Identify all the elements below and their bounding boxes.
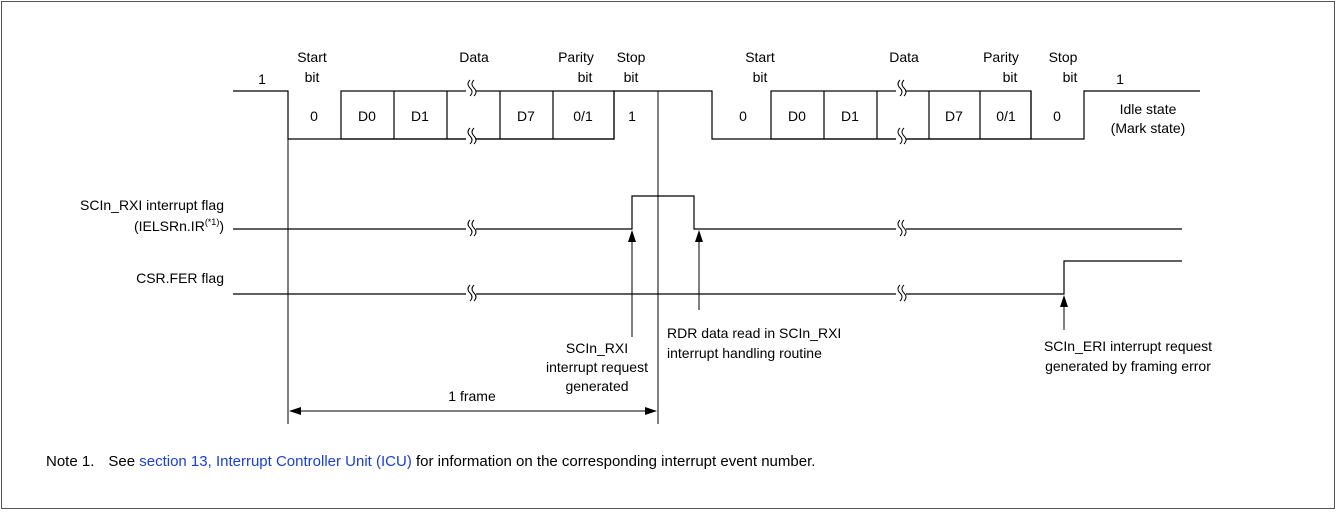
frame1-cell: D7 [517,108,535,124]
rxi-request-label: interrupt request [546,359,648,375]
stop-bit-label-2: bit [1063,69,1078,85]
footnote-suffix: for information on the corresponding int… [411,453,816,470]
footnote: Note 1. See section 13, Interrupt Control… [46,453,815,470]
start-bit-label-2: bit [753,69,768,85]
stop-bit-label-1: Stop [617,49,646,65]
fer-flag-label: CSR.FER flag [136,270,224,286]
eri-request-arrowhead [1060,295,1068,307]
serial-data-waveform [233,90,1200,140]
start-bit-label-1: Start [297,49,327,65]
idle-state-label: Idle state [1120,101,1177,117]
rdr-read-label: interrupt handling routine [667,345,822,361]
rxi-request-arrowhead [628,230,636,242]
frame2-cell: D7 [945,108,963,124]
rdr-read-label: RDR data read in SCIn_RXI [667,325,841,341]
waveform-break-mark [466,79,477,151]
rxi-request-label: generated [565,378,628,394]
frame2-cell: 0 [1053,108,1061,124]
parity-bit-label-2: Parity [983,49,1019,65]
rdr-read-arrowhead [695,230,703,242]
rxi-request-label: SCIn_RXI [566,340,628,356]
stop-bit-label-2: Stop [1049,49,1078,65]
one-frame-label: 1 frame [448,388,496,404]
data-label-1: Data [459,49,489,65]
one-frame-arrowhead-right [645,407,657,415]
start-bit-label-1: bit [305,69,320,85]
frame1-cell: D0 [358,108,376,124]
start-bit-label-2: Start [745,49,775,65]
frame1-data-cells-outline [340,90,615,140]
data-label-2: Data [889,49,919,65]
fer-flag-waveform [233,260,1182,295]
one-frame-arrowhead-left [289,407,301,415]
mark-state-label: (Mark state) [1111,120,1186,136]
stop-bit-label-1: bit [624,69,639,85]
fer-flag-break-mark [466,284,477,304]
idle-level-label-right: 1 [1116,71,1124,87]
footnote-see: See [108,453,140,470]
frame2-cell: D0 [788,108,806,124]
frame2-cell: D1 [841,108,859,124]
frame1-cell: 0/1 [573,108,593,124]
idle-level-label: 1 [258,71,266,87]
eri-request-label: SCIn_ERI interrupt request [1044,338,1212,354]
rxi-flag-break-mark [466,219,477,239]
waveform-break-mark [896,79,907,151]
ielsr-label: (IELSRn.IR(*1)) [134,217,224,234]
frame1-cell: 0 [310,108,318,124]
section-13-link[interactable]: section 13, Interrupt Controller Unit (I… [139,453,412,470]
fer-flag-break-mark [896,284,907,304]
parity-bit-label-1: Parity [558,49,594,65]
parity-bit-label-2: bit [1003,69,1018,85]
parity-bit-label-1: bit [578,69,593,85]
frame1-cell: 1 [628,108,636,124]
eri-request-label: generated by framing error [1045,358,1211,374]
rxi-flag-waveform [233,195,1182,230]
frame2-cell: 0 [739,108,747,124]
frame1-cell: D1 [411,108,429,124]
footnote-prefix: Note 1. [46,453,95,470]
rxi-flag-label: SCIn_RXI interrupt flag [80,197,224,213]
rxi-flag-break-mark [896,219,907,239]
frame2-cell: 0/1 [996,108,1016,124]
